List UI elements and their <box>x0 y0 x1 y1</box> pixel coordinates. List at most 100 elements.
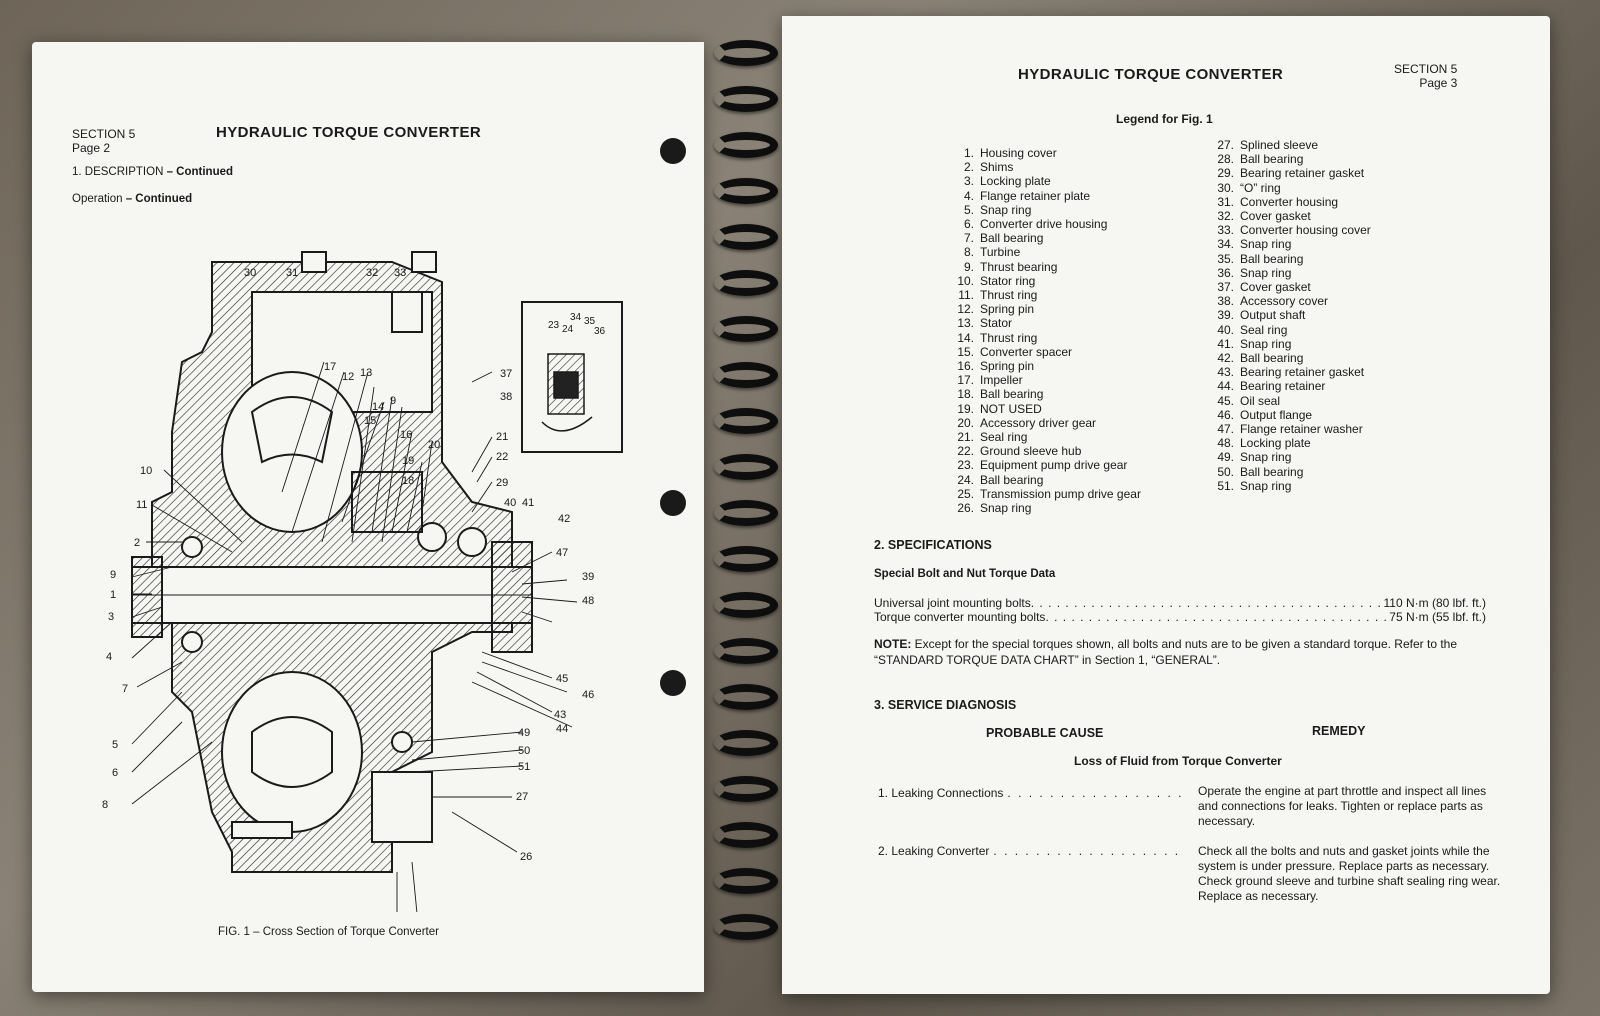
legend-number: 37. <box>1217 280 1234 295</box>
legend-text: Thrust ring <box>980 330 1038 345</box>
legend-item: 33.Converter housing cover <box>1212 223 1371 238</box>
legend-number: 30. <box>1217 180 1234 195</box>
legend-number: 6. <box>963 217 974 232</box>
legend-item: 25.Transmission pump drive gear <box>952 487 1141 501</box>
legend-text: Transmission pump drive gear <box>980 486 1141 501</box>
callout: 33 <box>394 267 406 279</box>
legend-item: 24.Ball bearing <box>952 473 1141 487</box>
legend-text: Ball bearing <box>980 472 1044 487</box>
legend-number: 26. <box>957 501 974 516</box>
section-header: SECTION 5 Page 2 <box>72 127 136 155</box>
legend-item: 45.Oil seal <box>1212 394 1371 408</box>
legend-number: 41. <box>1217 336 1234 351</box>
legend-item: 49.Snap ring <box>1212 450 1371 464</box>
callout: 47 <box>556 547 568 559</box>
callout: 24 <box>562 324 574 335</box>
legend-number: 9. <box>963 259 974 274</box>
legend-number: 5. <box>963 202 974 217</box>
page-title: HYDRAULIC TORQUE CONVERTER <box>1018 66 1284 83</box>
callout: 6 <box>112 767 118 779</box>
callout: 46 <box>582 689 594 701</box>
coil-loop <box>714 316 778 342</box>
callout: 14 <box>372 401 384 413</box>
legend-text: Locking plate <box>1240 436 1311 451</box>
legend-item: 50.Ball bearing <box>1212 465 1371 479</box>
legend-text: Spring pin <box>980 302 1035 317</box>
legend-text: Ground sleeve hub <box>980 444 1082 459</box>
legend-number: 20. <box>957 415 974 430</box>
legend-text: Flange retainer washer <box>1240 422 1363 437</box>
legend-text: Ball bearing <box>980 231 1044 246</box>
legend-text: Thrust bearing <box>980 259 1058 274</box>
legend-text: Ball bearing <box>1240 152 1304 167</box>
legend-item: 35.Ball bearing <box>1212 252 1371 266</box>
legend-item: 9. Thrust bearing <box>952 260 1141 274</box>
legend-item: 20. Accessory driver gear <box>952 416 1141 430</box>
legend-text: Output flange <box>1240 407 1313 422</box>
legend-item: 34.Snap ring <box>1212 237 1371 251</box>
callout: 1 <box>110 589 116 601</box>
legend-number: 13. <box>957 316 974 331</box>
legend-item: 39.Output shaft <box>1212 308 1371 322</box>
remedy-item: Check all the bolts and nuts and gasket … <box>1198 844 1501 903</box>
legend-number: 14. <box>957 330 974 345</box>
legend-item: 46. Output flange <box>1212 408 1371 422</box>
callout: 15 <box>364 415 376 427</box>
legend-text: NOT USED <box>980 401 1042 416</box>
legend-number: 11. <box>958 288 974 303</box>
legend-number: 23. <box>957 458 974 473</box>
callout: 10 <box>140 465 152 477</box>
coil-loop <box>714 408 778 434</box>
legend-item: 18.Ball bearing <box>952 387 1141 401</box>
legend-item: 23.Equipment pump drive gear <box>952 458 1141 472</box>
legend-text: Accessory driver gear <box>980 415 1097 430</box>
legend-text: Ball bearing <box>1240 251 1304 266</box>
legend-number: 34. <box>1217 237 1234 252</box>
legend-number: 44. <box>1217 379 1234 394</box>
callout: 2 <box>134 537 140 549</box>
legend-item: 51.Snap ring <box>1212 479 1371 493</box>
legend-text: Locking plate <box>980 174 1051 189</box>
legend-item: 42.Ball bearing <box>1212 351 1371 365</box>
legend-text: Flange retainer plate <box>980 188 1091 203</box>
coil-loop <box>714 270 778 296</box>
legend-text: Oil seal <box>1240 393 1281 408</box>
legend-text: Shims <box>980 160 1014 175</box>
legend-number: 8. <box>963 245 974 260</box>
cause-item: 2. Leaking Converter . . . . . . . . . .… <box>878 844 1184 858</box>
legend-item: 6.Converter drive housing <box>952 217 1141 231</box>
leader-lines <box>131 361 578 912</box>
inset-detail <box>521 301 623 453</box>
callout: 19 <box>402 455 414 467</box>
legend-item: 13.Stator <box>952 316 1141 330</box>
callout: 21 <box>496 431 508 443</box>
callout: 41 <box>522 497 534 509</box>
legend-item: 37.Cover gasket <box>1212 280 1371 294</box>
legend-number: 21. <box>957 430 974 445</box>
callout: 29 <box>496 477 508 489</box>
callout: 38 <box>500 391 512 403</box>
legend-text: Bearing retainer <box>1240 379 1326 394</box>
callout: 48 <box>582 595 594 607</box>
specifications-heading: 2. SPECIFICATIONS <box>874 538 992 552</box>
legend-number: 7. <box>963 231 974 246</box>
legend-item: 32.Cover gasket <box>1212 209 1371 223</box>
legend-text: Snap ring <box>1240 450 1292 465</box>
legend-item: 30.“O” ring <box>1212 181 1371 195</box>
remedy-header: REMEDY <box>1312 724 1366 738</box>
legend-item: 12.Spring pin <box>952 302 1141 316</box>
callout: 40 <box>504 497 516 509</box>
legend-item: 22.Ground sleeve hub <box>952 444 1141 458</box>
callout: 8 <box>102 799 108 811</box>
legend-text: Bearing retainer gasket <box>1240 166 1365 181</box>
legend-number: 31. <box>1217 194 1234 209</box>
callout: 39 <box>582 571 594 583</box>
legend-text: Seal ring <box>980 430 1028 445</box>
legend-item: 21. Seal ring <box>952 430 1141 444</box>
legend-number: 16. <box>957 359 974 374</box>
legend-item: 26.Snap ring <box>952 501 1141 515</box>
legend-number: 48. <box>1217 436 1234 451</box>
coil-loop <box>714 224 778 250</box>
legend-number: 46. <box>1217 407 1234 422</box>
legend-text: Converter housing cover <box>1240 223 1371 238</box>
